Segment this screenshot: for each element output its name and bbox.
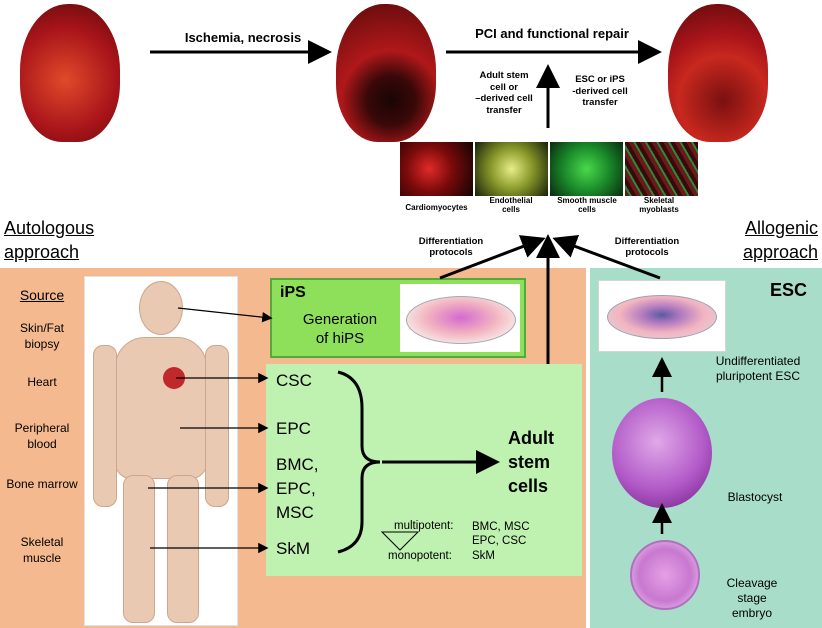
blastocyst-image [612,398,712,508]
allogenic-approach-title: Allogenic approach [742,218,818,262]
right-arm-shape [205,345,229,507]
cell-msc: MSC [276,503,314,522]
heart-repaired-image [668,4,768,142]
esc-transfer-label: ESC or iPS -derived cell transfer [572,74,628,108]
endothelial-cells-image [475,142,548,196]
differentiation-protocols-left-label: Differentiation protocols [418,236,484,258]
cleavage-embryo-label: Cleavage stage embryo [726,576,778,620]
cell-csc: CSC [276,371,312,390]
right-leg-shape [167,475,199,623]
ips-generation-text: Generation of hiPS [302,311,378,347]
source-peripheral-blood: Peripheral blood [14,421,70,451]
undifferentiated-esc-label: Undifferentiated pluripotent ESC [715,354,801,383]
source-heart: Heart [27,375,57,389]
cell-epc: EPC [276,419,311,438]
skeletal-myoblasts-label: Skeletal myoblasts [639,196,679,214]
monopotent-label: monopotent: [388,550,452,562]
heart-organ-icon [163,367,185,389]
source-skin-fat-biopsy: Skin/Fat biopsy [19,321,64,351]
multipotent-label: multipotent: [394,520,454,532]
source-title: Source [19,287,65,303]
cleavage-embryo-image [630,540,700,610]
repair-label: PCI and functional repair [475,26,629,41]
cell-skm: SkM [276,539,310,558]
endothelial-cells-label: Endothelial cells [489,196,533,214]
monopotent-list: SkM [472,550,495,562]
ips-petri-dish-image [400,284,520,352]
arrow-head-to-ips [177,307,273,323]
left-leg-shape [123,475,155,623]
cell-epc-2: EPC, [276,479,316,498]
adult-transfer-label: Adult stem cell or –derived cell transfe… [475,70,533,116]
blastocyst-label: Blastocyst [727,490,783,504]
skeletal-myoblasts-image [625,142,698,196]
smooth-muscle-cells-label: Smooth muscle cells [557,196,617,214]
stem-bracket [337,370,381,554]
human-body-figure [84,276,238,626]
potency-triangle [380,531,420,551]
differentiation-protocols-right-label: Differentiation protocols [614,236,680,258]
heart-necrotic-image [336,4,436,142]
source-bone-marrow: Bone marrow [6,477,78,491]
adult-stem-cells-box: CSC EPC BMC, EPC, MSC SkM Adult stem cel… [266,364,582,576]
heart-healthy-image [20,4,120,142]
arrow-esc-diff [552,235,661,280]
multipotent-list: BMC, MSC EPC, CSC [472,521,530,547]
arrow-ips-diff [439,235,546,280]
ips-box: iPS Generation of hiPS [270,278,526,358]
autologous-approach-title: Autologous approach [4,218,95,262]
smooth-muscle-cells-image [550,142,623,196]
ips-title: iPS [280,284,306,301]
ischemia-label: Ischemia, necrosis [184,30,302,45]
adult-stem-cells-label: Adult stem cells [508,428,554,496]
torso-shape [115,337,207,479]
head-shape [139,281,183,335]
cardiomyocytes-label: Cardiomyocytes [405,203,468,212]
esc-petri-dish-image [598,280,726,352]
esc-title: ESC [770,280,808,300]
cell-bmc: BMC, [276,455,319,474]
left-arm-shape [93,345,117,507]
cardiomyocytes-image [400,142,473,196]
source-skeletal-muscle: Skeletal muscle [20,535,64,565]
